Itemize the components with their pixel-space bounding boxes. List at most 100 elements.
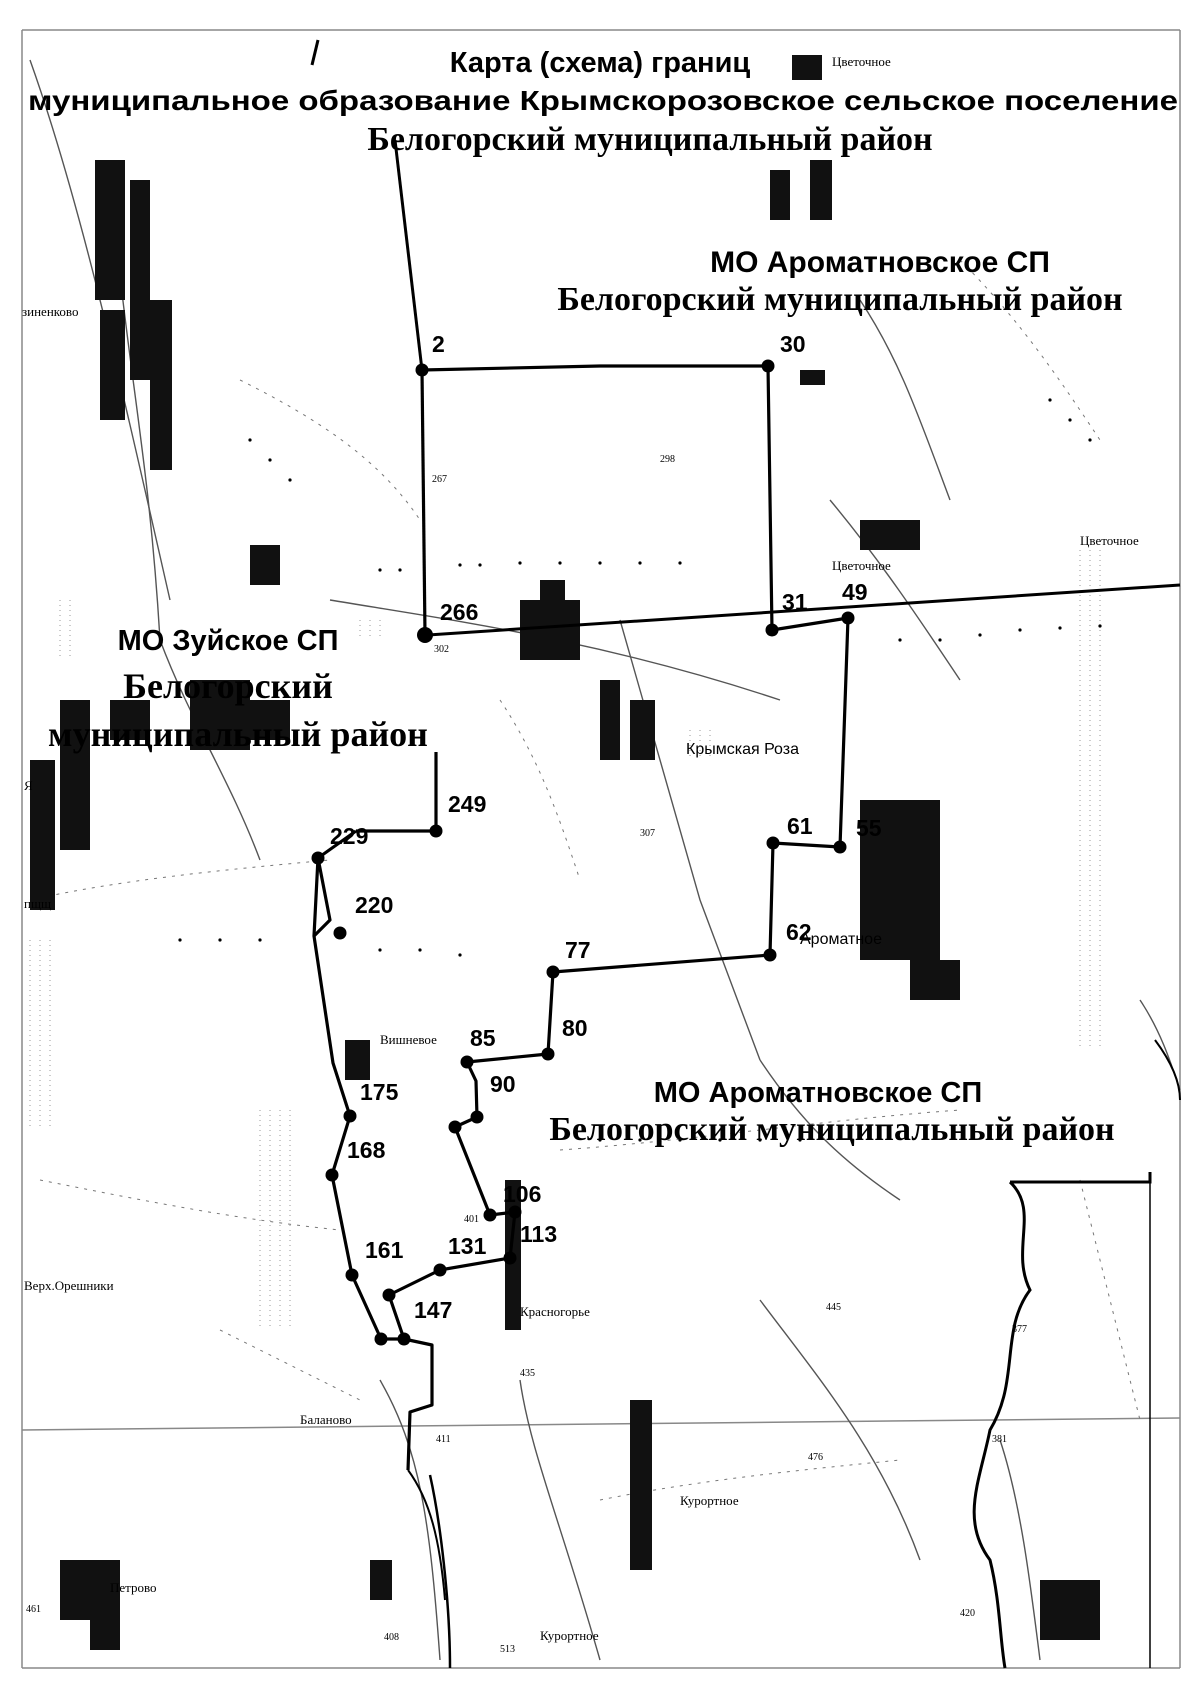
point-label-61: 61 bbox=[787, 813, 813, 839]
place-petrovo: Петрово bbox=[110, 1580, 157, 1595]
elevation: 401 bbox=[464, 1214, 479, 1225]
boundary-point-175 bbox=[343, 1109, 357, 1123]
neighbor-west: МО Зуйское СП Белогорский муниципальный … bbox=[48, 625, 428, 754]
title-line-2: муниципальное образование Крымскорозовск… bbox=[28, 85, 1178, 116]
boundary-point-90b bbox=[448, 1120, 462, 1134]
point-label-77: 77 bbox=[565, 937, 591, 963]
point-label-80: 80 bbox=[562, 1015, 588, 1041]
point-label-249: 249 bbox=[448, 791, 486, 817]
settlement-blocks bbox=[30, 55, 1100, 1650]
boundary-point-113 bbox=[508, 1205, 522, 1219]
boundary-point-147c bbox=[374, 1332, 388, 1346]
boundary-point-61 bbox=[766, 836, 780, 850]
place-pshch: пщщ bbox=[24, 896, 51, 911]
elevation: 307 bbox=[640, 828, 655, 839]
place-krymskaya-roza: Крымская Роза bbox=[686, 741, 799, 758]
point-label-30: 30 bbox=[780, 331, 806, 357]
boundary-point-77 bbox=[546, 965, 560, 979]
elevation: 381 bbox=[992, 1434, 1007, 1445]
boundary-point-85 bbox=[460, 1055, 474, 1069]
point-label-175: 175 bbox=[360, 1079, 399, 1105]
neighbor-south-east: МО Ароматновское СП Белогорский муниципа… bbox=[549, 1077, 1114, 1148]
point-label-168: 168 bbox=[347, 1137, 386, 1163]
background-streams bbox=[29, 259, 1141, 1501]
place-zinenkovo: зиненково bbox=[22, 304, 78, 319]
point-label-62: 62 bbox=[786, 919, 812, 945]
elevation: 435 bbox=[520, 1368, 535, 1379]
boundary-point-113b bbox=[503, 1251, 517, 1265]
place-krasnogorye: Красногорье bbox=[520, 1304, 590, 1319]
elevation: 411 bbox=[436, 1434, 451, 1445]
map-title: Карта (схема) границ муниципальное образ… bbox=[28, 47, 1178, 158]
elevation: 267 bbox=[432, 474, 447, 485]
elevation-marks: 298 267 302 307 401 445 435 411 476 377 … bbox=[26, 454, 1027, 1655]
place-tsvetochnoe-mid: Цветочное bbox=[832, 558, 891, 573]
boundary-point-2 bbox=[415, 363, 429, 377]
boundary-point-labels: 2 30 31 49 55 61 62 77 80 85 90 106 113 … bbox=[330, 331, 882, 1323]
place-kurortnoe: Курортное bbox=[680, 1493, 739, 1508]
point-label-220: 220 bbox=[355, 892, 393, 918]
place-vishnevoe: Вишневое bbox=[380, 1032, 437, 1047]
neighbor-district-line1: Белогорский bbox=[123, 666, 333, 706]
boundary-point-161 bbox=[345, 1268, 359, 1282]
boundary-point-62 bbox=[763, 948, 777, 962]
point-label-90: 90 bbox=[490, 1071, 516, 1097]
place-balanovo: Баланово bbox=[300, 1412, 352, 1427]
place-kurortnoe-small: Курортное bbox=[540, 1628, 599, 1643]
point-label-85: 85 bbox=[470, 1025, 496, 1051]
title-line-1: Карта (схема) границ bbox=[450, 47, 751, 79]
boundary-point-220 bbox=[333, 926, 347, 940]
boundary-point-249 bbox=[429, 824, 443, 838]
boundary-point-147b bbox=[397, 1332, 411, 1346]
neighbor-name: МО Зуйское СП bbox=[118, 625, 339, 657]
neighbor-district: Белогорский муниципальный район bbox=[557, 281, 1122, 318]
boundary-point-147 bbox=[382, 1288, 396, 1302]
boundary-point-49 bbox=[841, 611, 855, 625]
elevation: 377 bbox=[1012, 1324, 1027, 1335]
elevation: 408 bbox=[384, 1632, 399, 1643]
point-label-55: 55 bbox=[856, 815, 882, 841]
boundary-point-131 bbox=[433, 1263, 447, 1277]
place-verkh-oreshniki: Верх.Орешники bbox=[24, 1278, 114, 1293]
hatch-areas bbox=[29, 550, 1101, 1330]
point-label-266: 266 bbox=[440, 599, 478, 625]
place-aromatnoe: Ароматное bbox=[800, 931, 882, 948]
point-label-2: 2 bbox=[432, 331, 445, 357]
boundary-point-168 bbox=[325, 1168, 339, 1182]
boundary-point-31 bbox=[765, 623, 779, 637]
point-label-147: 147 bbox=[414, 1297, 452, 1323]
point-label-106: 106 bbox=[503, 1181, 541, 1207]
neighbor-name: МО Ароматновское СП bbox=[654, 1077, 982, 1109]
elevation: 513 bbox=[500, 1644, 515, 1655]
elevation: 298 bbox=[660, 454, 675, 465]
map-grid bbox=[21, 29, 1181, 1669]
point-label-49: 49 bbox=[842, 579, 868, 605]
neighbor-district-line2: муниципальный район bbox=[48, 714, 428, 754]
boundary-markers bbox=[311, 359, 855, 1346]
title-line-3: Белогорский муниципальный район bbox=[367, 121, 932, 158]
point-label-131: 131 bbox=[448, 1233, 487, 1259]
point-label-113: 113 bbox=[520, 1221, 557, 1247]
elevation: 420 bbox=[960, 1608, 975, 1619]
neighbor-name: МО Ароматновское СП bbox=[710, 246, 1050, 279]
place-tsvetochnoe-top: Цветочное bbox=[832, 54, 891, 69]
boundary-point-55 bbox=[833, 840, 847, 854]
elevation: 445 bbox=[826, 1302, 841, 1313]
boundary-point-90 bbox=[470, 1110, 484, 1124]
district-boundary-lines bbox=[310, 39, 1181, 1669]
boundary-point-30 bbox=[761, 359, 775, 373]
boundary-point-80 bbox=[541, 1047, 555, 1061]
neighbor-district: Белогорский муниципальный район bbox=[549, 1111, 1114, 1148]
dotted-paths bbox=[178, 398, 1102, 1142]
boundary-point-229 bbox=[311, 851, 325, 865]
elevation: 302 bbox=[434, 644, 449, 655]
boundary-point-106 bbox=[483, 1208, 497, 1222]
place-names: Крымская Роза Ароматное Цветочное Цветоч… bbox=[22, 54, 1139, 1643]
place-ya: Я bbox=[24, 778, 33, 793]
point-label-31: 31 bbox=[782, 589, 808, 615]
elevation: 461 bbox=[26, 1604, 41, 1615]
boundary-point-266 bbox=[417, 627, 433, 643]
point-label-161: 161 bbox=[365, 1237, 404, 1263]
